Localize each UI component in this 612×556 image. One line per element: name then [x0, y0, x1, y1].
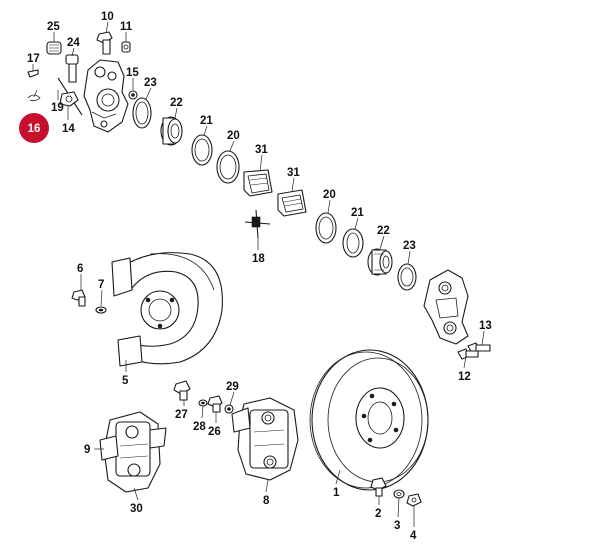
- caliper-bracket-right: [423, 269, 469, 345]
- part-10-bolt: [96, 31, 113, 55]
- callout-31-left: 31: [255, 144, 268, 156]
- part-22-bearing-right: [367, 248, 393, 276]
- part-21-race-right: [342, 228, 364, 258]
- part-12-bolt: [457, 348, 479, 360]
- part-24-bolt: [65, 54, 79, 83]
- callout-6: 6: [77, 263, 83, 275]
- callout-5: 5: [122, 375, 129, 387]
- callout-9: 9: [84, 444, 90, 456]
- callout-3: 3: [394, 520, 400, 532]
- callout-7: 7: [98, 279, 104, 291]
- part-11-bolt: [121, 41, 131, 53]
- callout-26: 26: [208, 426, 221, 438]
- callout-4: 4: [410, 530, 417, 542]
- callout-24: 24: [67, 37, 80, 49]
- callout-22-top: 22: [170, 97, 183, 109]
- part-8-brake-caliper: [231, 397, 299, 481]
- callout-12: 12: [458, 371, 471, 383]
- part-17-clip: [27, 69, 39, 78]
- highlight-badge-circle: [19, 113, 49, 143]
- part-20-race-top: [216, 150, 240, 184]
- part-31-brake-pad-left: [243, 169, 273, 197]
- callout-27: 27: [175, 409, 188, 421]
- callout-10: 10: [101, 11, 114, 23]
- part-31-brake-pad-right: [277, 189, 307, 217]
- highlighted-part-16-badge[interactable]: 16: [19, 113, 49, 143]
- part-30-brake-caliper: [99, 411, 167, 493]
- callout-21-right: 21: [351, 207, 364, 219]
- part-14-nut: [59, 91, 79, 107]
- callout-labels: 25 24 17 19 14 10 11 15 23 22 21 20 31 3…: [27, 11, 492, 542]
- callout-30: 30: [130, 503, 143, 515]
- callout-11: 11: [120, 21, 133, 33]
- part-15-nut: [128, 90, 138, 100]
- callout-8: 8: [263, 495, 270, 507]
- part-22-bearing-top: [160, 116, 183, 146]
- part-20-race-right: [315, 212, 337, 244]
- highlight-badge-label: 16: [28, 123, 41, 135]
- part-6-bolt: [71, 289, 86, 307]
- callout-13: 13: [479, 320, 492, 332]
- part-29-cap: [224, 404, 234, 414]
- part-21-race-top: [191, 134, 213, 166]
- part-3-washer: [393, 489, 405, 499]
- callout-23-right: 23: [403, 240, 416, 252]
- part-23-seal-ring-top: [132, 97, 152, 129]
- callout-19: 19: [51, 102, 64, 114]
- part-2-bolt: [370, 477, 387, 497]
- callout-23-top: 23: [144, 77, 157, 89]
- callout-28: 28: [193, 421, 206, 433]
- steering-knuckle: [83, 59, 129, 133]
- callout-20-right: 20: [323, 189, 336, 201]
- part-5-dust-shield: [111, 252, 223, 367]
- part-27-bleeder-screw: [173, 380, 191, 401]
- part-23-seal-ring-right: [397, 263, 417, 291]
- callout-20-top: 20: [227, 130, 240, 142]
- callout-31-right: 31: [287, 167, 300, 179]
- callout-1: 1: [333, 487, 340, 499]
- callout-29: 29: [226, 381, 239, 393]
- callout-18: 18: [252, 253, 265, 265]
- callout-21-top: 21: [200, 115, 213, 127]
- part-18-anti-rattle-spring: [244, 209, 271, 239]
- part-26-bolt: [207, 395, 223, 413]
- part-28-washer: [198, 399, 208, 407]
- part-1-brake-disc: [309, 349, 429, 491]
- callout-14: 14: [62, 123, 75, 135]
- part-7-washer: [95, 306, 107, 314]
- callout-2: 2: [375, 508, 381, 520]
- callout-25: 25: [47, 21, 60, 33]
- callout-22-right: 22: [377, 225, 390, 237]
- leader-lines: [32, 21, 485, 527]
- callout-15: 15: [126, 67, 139, 79]
- part-25-bushing: [46, 41, 62, 55]
- callout-17: 17: [27, 53, 40, 65]
- part-16-spring: [27, 94, 41, 102]
- part-4-nut: [406, 493, 422, 507]
